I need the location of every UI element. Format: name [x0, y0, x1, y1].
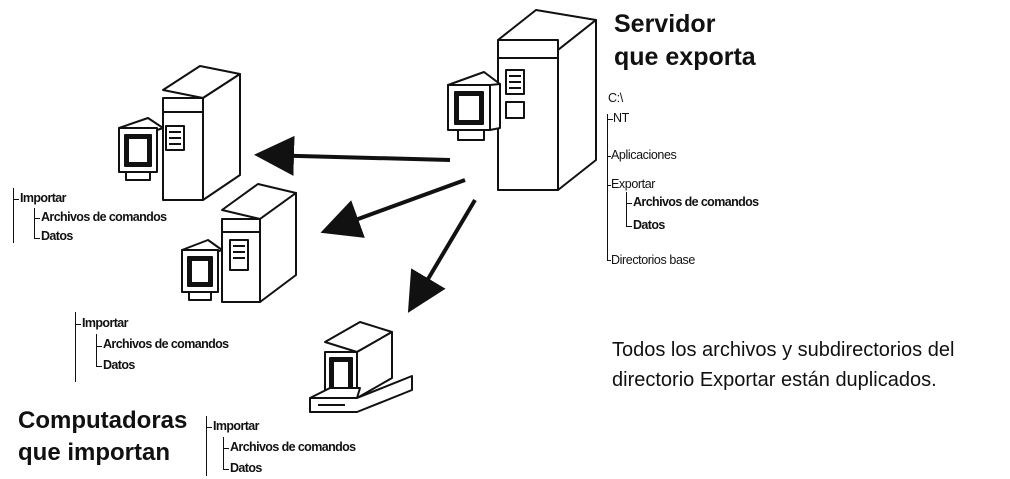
server-title-line2: que exporta — [614, 43, 756, 71]
import-computer-2-icon — [181, 183, 297, 303]
importers-title-line1: Computadoras — [18, 407, 188, 434]
import-tree-2-data-label: Datos — [103, 358, 135, 372]
import-tree-3-data-label: Datos — [230, 461, 262, 475]
import-tree-1-data-label: Datos — [41, 229, 73, 243]
description-text: Todos los archivos y subdirectorios del … — [612, 335, 954, 395]
tree-nt-label: NT — [613, 111, 629, 125]
server-title-line1: Servidor — [614, 10, 716, 38]
description-line2: directorio Exportar están duplicados. — [612, 369, 937, 391]
server-directory-tree: C:\ NT Aplicaciones Exportar Archivos de… — [605, 88, 815, 278]
arrow-to-computer-2 — [320, 178, 466, 238]
tree-command-files-label: Archivos de comandos — [633, 195, 759, 209]
tree-data-label: Datos — [633, 218, 665, 232]
import-tree-2-import-label: Importar — [82, 316, 129, 330]
server-title: Servidor que exporta — [614, 9, 756, 73]
arrow-to-computer-1 — [254, 135, 451, 176]
tree-base-dirs-label: Directorios base — [611, 253, 695, 267]
export-server-icon — [447, 9, 597, 191]
tree-trunk-line — [607, 114, 608, 260]
importers-title: Computadoras que importan — [18, 406, 187, 468]
import-tree-2: Importar Archivos de comandos Datos — [72, 312, 272, 387]
export-arrows — [254, 135, 477, 313]
arrow-to-computer-3 — [407, 198, 477, 313]
description-line1: Todos los archivos y subdirectorios del — [612, 339, 955, 361]
tree-export-label: Exportar — [611, 177, 656, 191]
import-tree-3: Importar Archivos de comandos Datos — [203, 416, 403, 478]
tree-root-label: C:\ — [608, 91, 623, 105]
import-tree-1-import-label: Importar — [20, 191, 67, 205]
importers-title-line2: que importan — [18, 439, 171, 466]
import-tree-3-import-label: Importar — [213, 419, 260, 433]
import-tree-1-command-files-label: Archivos de comandos — [41, 210, 167, 224]
import-tree-1: Importar Archivos de comandos Datos — [10, 188, 210, 248]
tree-applications-label: Aplicaciones — [611, 148, 677, 162]
import-tree-2-command-files-label: Archivos de comandos — [103, 337, 229, 351]
import-computer-1-icon — [118, 65, 241, 201]
import-tree-3-command-files-label: Archivos de comandos — [230, 440, 356, 454]
import-computer-3-icon — [309, 321, 413, 413]
